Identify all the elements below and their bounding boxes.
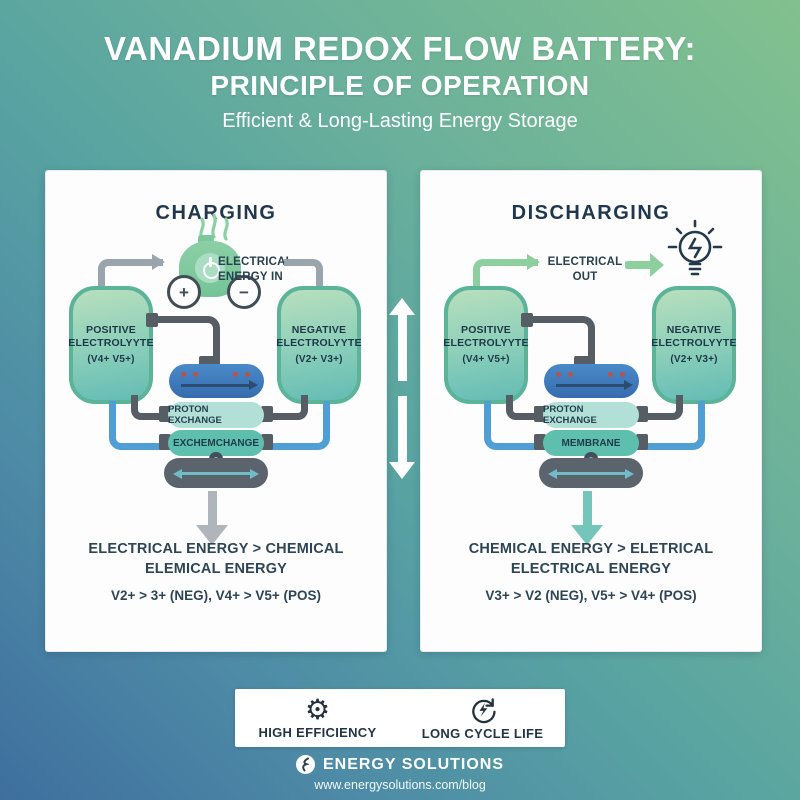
to-bulb-arrowhead xyxy=(650,253,664,277)
cell-connector xyxy=(636,406,648,422)
discharging-result: CHEMICAL ENERGY > ELETRICAL ELECTRICAL E… xyxy=(421,539,761,603)
result-arrow xyxy=(583,491,592,525)
charging-panel: CHARGING + − ELECTRICAL ENERGY IN xyxy=(45,170,387,652)
pipe-dark-left xyxy=(506,395,547,420)
power-source-icon xyxy=(198,235,214,245)
result-arrowhead xyxy=(196,525,228,545)
pipe-blue-left xyxy=(109,401,174,450)
energy-out-label: ELECTRICAL OUT xyxy=(547,256,623,283)
cell-stack-bottom xyxy=(164,458,268,488)
flow-arrow-icon xyxy=(556,384,626,387)
cell-top-stub xyxy=(199,356,215,366)
cycle-down-arrowhead xyxy=(389,462,415,479)
pipe-blue-right xyxy=(640,401,705,450)
pipe-tank-to-cell xyxy=(151,316,220,371)
energy-in-label: ELECTRICAL ENERGY IN xyxy=(218,256,293,283)
cell-stack-top xyxy=(544,364,639,398)
pipe-dark-right xyxy=(642,395,683,420)
footer-url: www.energysolutions.com/blog xyxy=(314,778,486,792)
flow-arrow-icon xyxy=(181,384,251,387)
high-efficiency-badge: ⚙ HIGH EFFICIENCY xyxy=(235,689,400,747)
discharging-title: DISCHARGING xyxy=(511,201,671,224)
result-arrowhead xyxy=(571,525,603,545)
double-arrow-icon xyxy=(555,472,627,475)
charging-result: ELECTRICAL ENERGY > CHEMICAL ELEMICAL EN… xyxy=(46,539,386,603)
positive-electrolyte-tank: POSITIVE ELECTROLYYTE (V4+ V5+) xyxy=(443,286,529,404)
discharging-panel: DISCHARGING ELECTRICAL OUT POS xyxy=(420,170,762,652)
pipe-blue-right xyxy=(265,401,330,450)
energy-in-arrowhead xyxy=(152,254,165,270)
energy-in-arrow xyxy=(98,259,163,296)
badge-label: LONG CYCLE LIFE xyxy=(421,726,544,741)
cycle-up-arrow xyxy=(398,315,407,381)
cell-connector xyxy=(261,406,273,422)
light-bulb-icon xyxy=(667,219,723,276)
plus-terminal-icon: + xyxy=(167,275,201,309)
charging-reaction: V2+ > 3+ (NEG), V4+ > V5+ (POS) xyxy=(110,588,322,603)
cell-stack-bottom xyxy=(539,458,643,488)
minus-terminal-icon: − xyxy=(227,275,261,309)
power-button-icon xyxy=(195,253,225,283)
feature-badge-bar: ⚙ HIGH EFFICIENCY LONG CYCLE LIFE xyxy=(235,689,565,747)
cycle-up-arrowhead xyxy=(389,298,415,315)
positive-electrolyte-tank: POSITIVE ELECTROLYYTE (V4+ V5+) xyxy=(68,286,154,404)
proton-exchange-row: PROTON EXCHANGE xyxy=(543,402,639,428)
cell-stack-top xyxy=(169,364,264,398)
pipe-dark-left xyxy=(131,395,172,420)
energy-in-wire xyxy=(284,259,323,296)
page-subtitle: Efficient & Long-Lasting Energy Storage xyxy=(222,110,578,132)
long-cycle-life-badge: LONG CYCLE LIFE xyxy=(400,689,565,747)
to-bulb-arrow xyxy=(625,261,651,269)
membrane-row: EXCHEMCHANGE xyxy=(168,430,264,456)
badge-label: HIGH EFFICIENCY xyxy=(258,725,377,740)
negative-electrolyte-tank: NEGATIVE ELECTROLYYTE (V2+ V3+) xyxy=(651,286,737,404)
cell-connector xyxy=(261,434,273,450)
energy-out-arrow xyxy=(473,259,538,296)
pipe-dark-right xyxy=(267,395,308,420)
pipe-blue-left xyxy=(484,401,549,450)
proton-exchange-row: PROTON EXCHANGE xyxy=(168,402,264,428)
discharging-reaction: V3+ > V2 (NEG), V5+ > V4+ (POS) xyxy=(485,588,697,603)
page-title-line1: VANADIUM REDOX FLOW BATTERY: xyxy=(103,30,697,67)
gear-icon: ⚙ xyxy=(304,694,331,725)
charging-title: CHARGING xyxy=(155,201,277,224)
cycle-refresh-icon xyxy=(471,698,496,724)
page-title-line2: PRINCIPLE OF OPERATION xyxy=(210,70,590,101)
footer-brand: ENERGY SOLUTIONS xyxy=(0,755,800,774)
negative-electrolyte-tank: NEGATIVE ELECTROLYYTE (V2+ V3+) xyxy=(276,286,362,404)
double-arrow-icon xyxy=(180,472,252,475)
cycle-down-arrow xyxy=(398,396,407,462)
brand-logo-icon xyxy=(295,755,315,774)
cell-connector xyxy=(636,434,648,450)
cell-top-stub xyxy=(574,356,590,366)
pipe-tank-to-cell xyxy=(526,316,595,371)
energy-out-arrowhead xyxy=(527,254,540,270)
membrane-row: MEMBRANE xyxy=(543,430,639,456)
result-arrow xyxy=(208,491,217,525)
